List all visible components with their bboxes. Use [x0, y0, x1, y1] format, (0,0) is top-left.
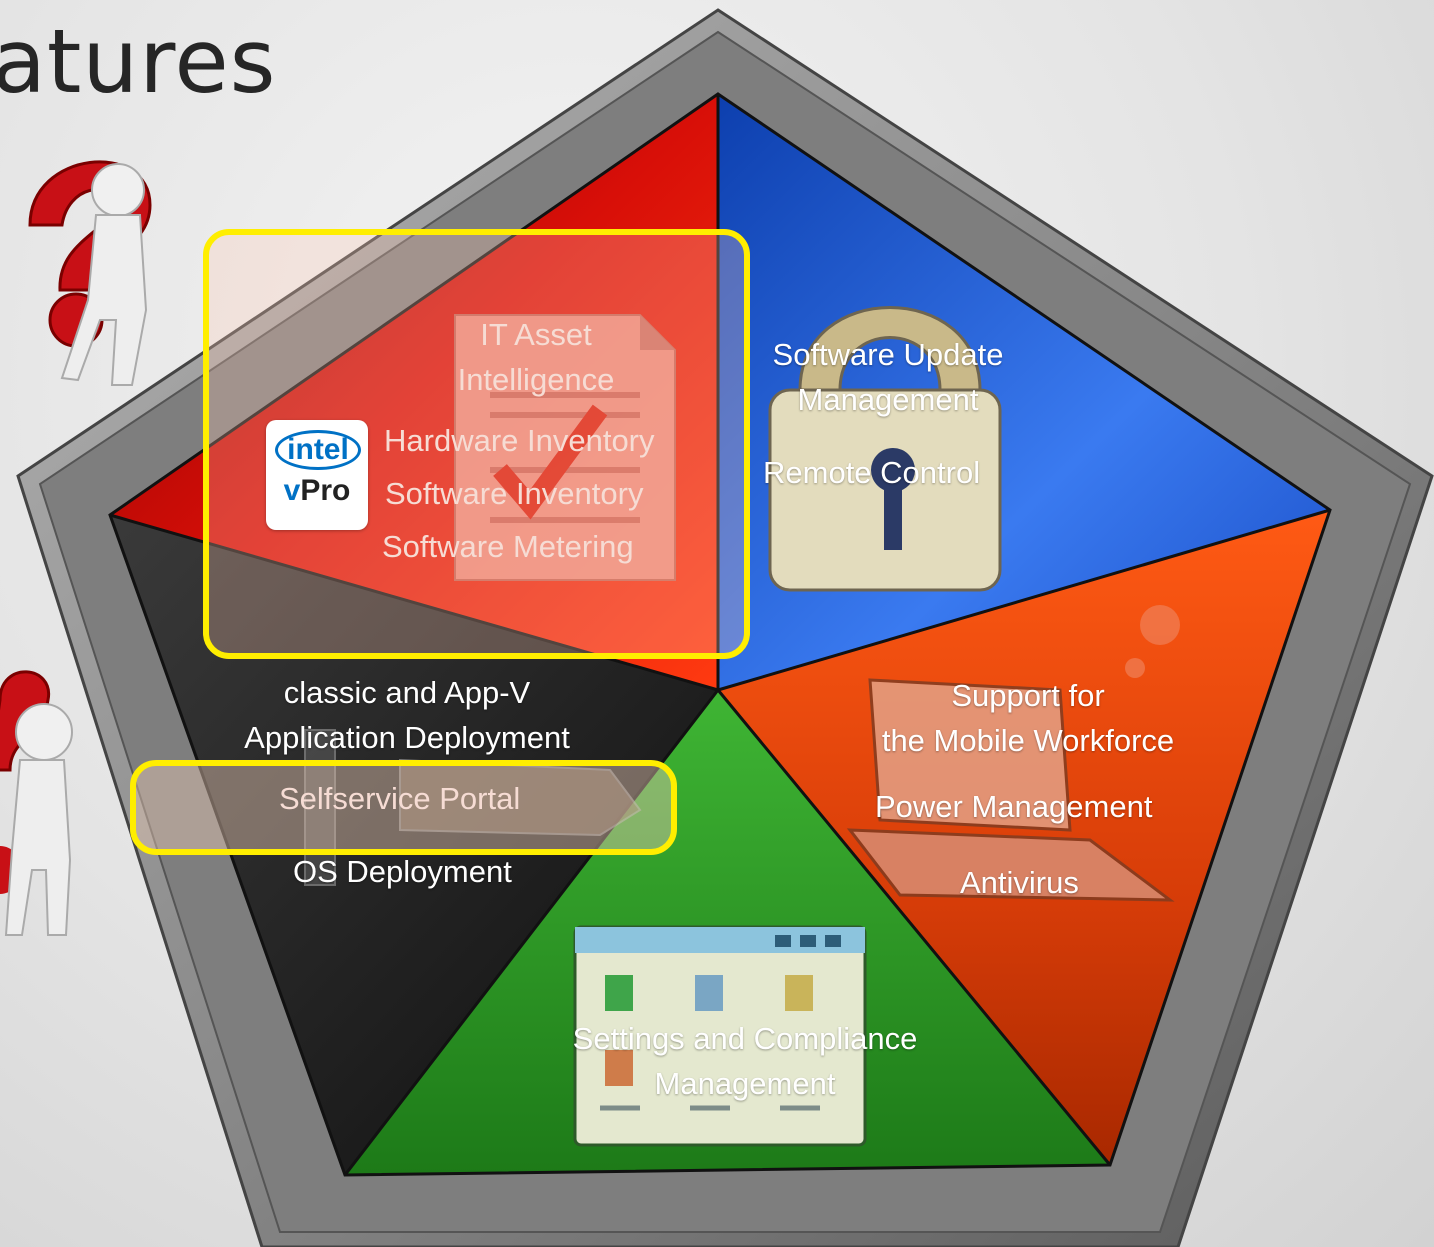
- label-settings-compliance: Settings and Compliance Management: [572, 1021, 918, 1101]
- label-remote-control: Remote Control: [763, 455, 981, 490]
- label-software-inventory: Software Inventory: [385, 476, 644, 511]
- question-figure-icon: [28, 160, 152, 386]
- label-software-metering: Software Metering: [382, 529, 634, 564]
- label-support-mobile-workforce: Support for the Mobile Workforce: [881, 678, 1175, 758]
- usb-drive-icon: [304, 729, 642, 886]
- document-check-icon: [454, 314, 676, 581]
- page-title: atures: [0, 10, 277, 113]
- label-os-deployment: OS Deployment: [293, 854, 512, 889]
- segment-black: [110, 515, 718, 1175]
- vpro-label: vPro: [283, 474, 351, 507]
- laptop-icon: [846, 605, 1180, 902]
- label-power-management: Power Management: [875, 789, 1153, 824]
- label-hardware-inventory: Hardware Inventory: [384, 423, 655, 458]
- intel-logo: intel: [275, 430, 361, 470]
- label-software-update-management: Software Update Management: [772, 337, 1004, 417]
- question-figure-icon: [0, 670, 73, 936]
- padlock-icon: [768, 306, 1002, 592]
- label-selfservice-portal: Selfservice Portal: [279, 781, 521, 816]
- app-window-icon: [573, 925, 867, 1147]
- highlight-selfservice-portal: [130, 760, 677, 855]
- intel-vpro-badge: intel vPro: [266, 420, 368, 530]
- label-it-asset-intelligence: IT Asset Intelligence: [457, 317, 615, 397]
- label-application-deployment: classic and App-V Application Deployment: [244, 675, 570, 755]
- label-antivirus: Antivirus: [960, 865, 1079, 900]
- segment-dividers: [108, 92, 1332, 1177]
